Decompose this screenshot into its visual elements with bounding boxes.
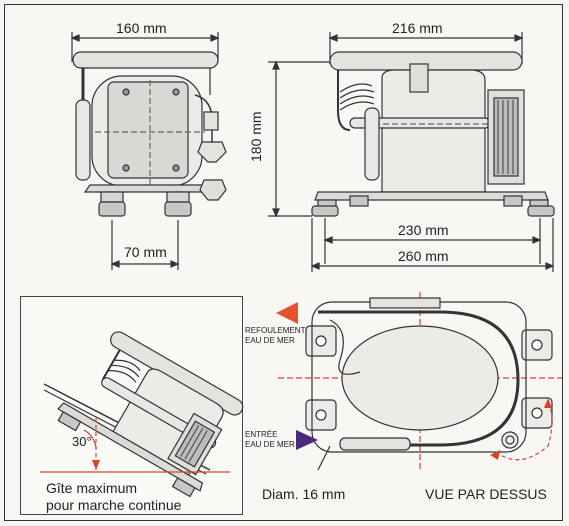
inlet-arrow-icon [296,430,318,450]
refoulement-label-line2: EAU DE MER [245,336,295,345]
front-foot-spacing-label: 70 mm [124,244,167,260]
side-feet-spacing-label: 230 mm [398,222,449,238]
tilt-caption-line2: pour marche continue [46,497,182,513]
refoulement-label-line1: REFOULEMENT [245,326,306,335]
tilt-caption-line1: Gîte maximum [46,480,138,496]
tilt-angle-label: 30° [72,434,92,449]
entree-label-line2: EAU DE MER [245,440,295,449]
front-width-label: 160 mm [116,20,167,36]
side-base-length-label: 260 mm [398,248,449,264]
side-top-width-label: 216 mm [392,20,443,36]
diameter-label: Diam. 16 mm [262,486,346,502]
outlet-arrow-icon [276,302,298,324]
top-view-title: VUE PAR DESSUS [425,486,547,502]
entree-label-line1: ENTRÉE [245,430,278,439]
